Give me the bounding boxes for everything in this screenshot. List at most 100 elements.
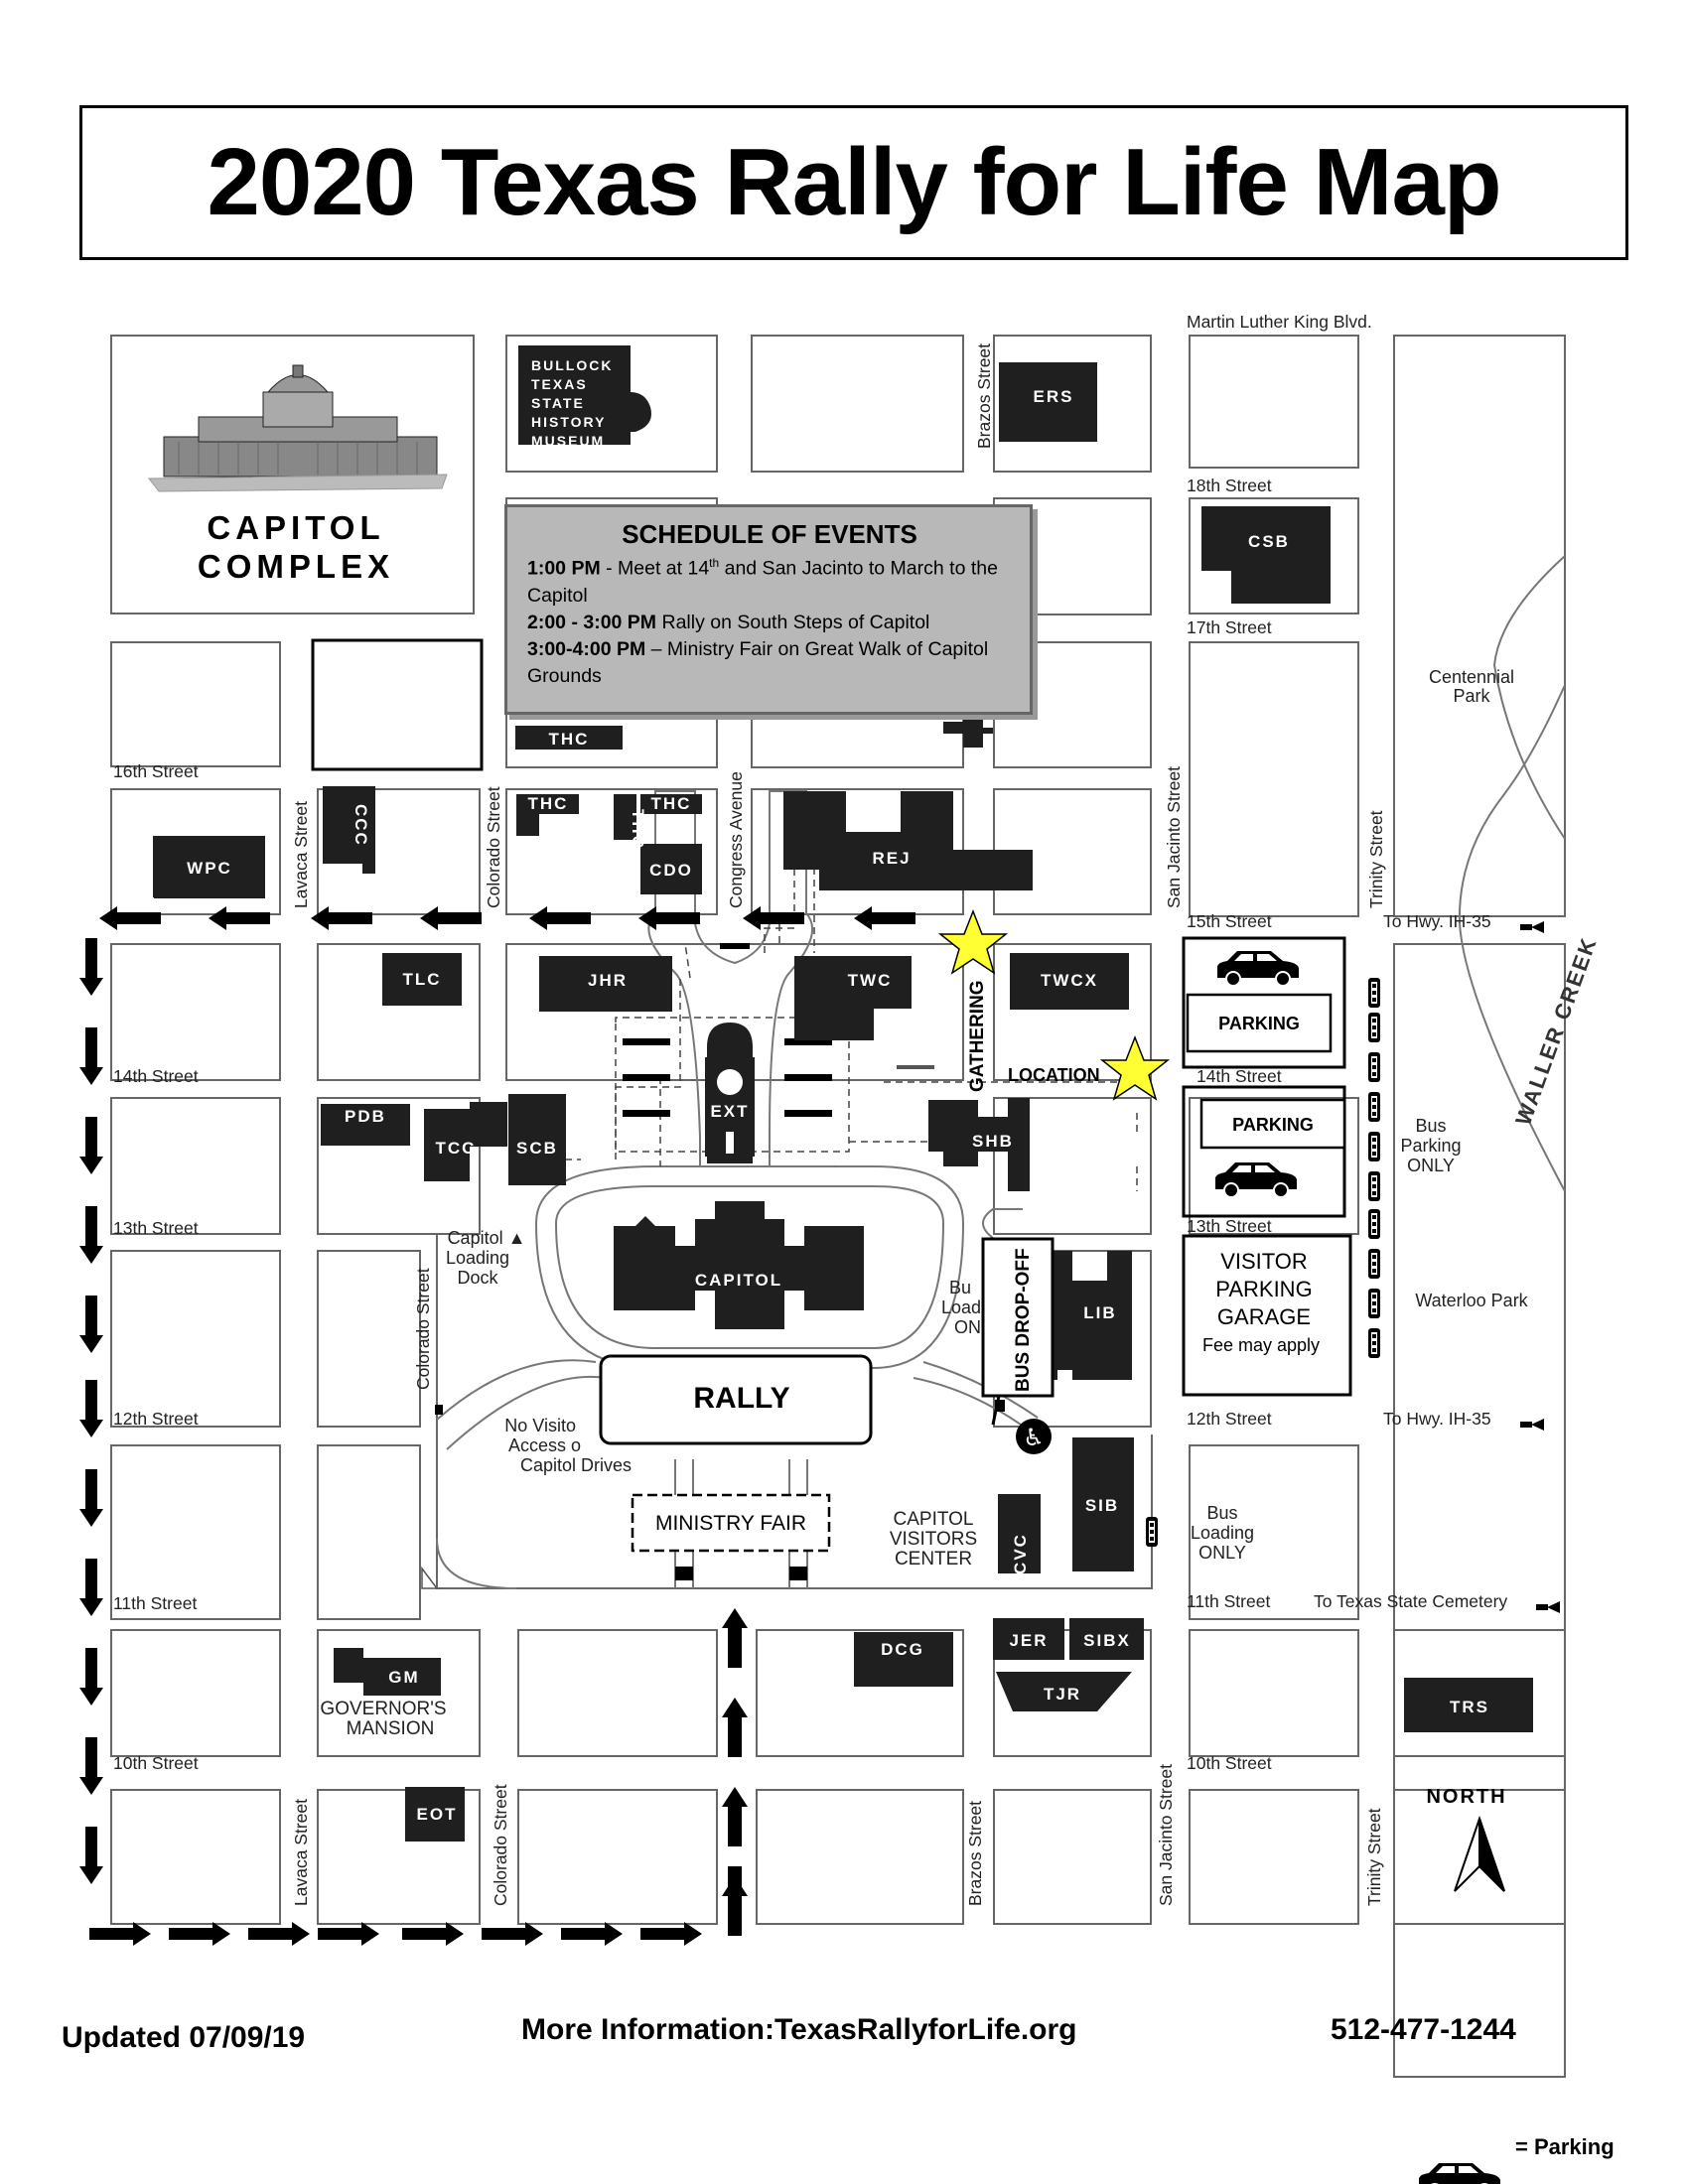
street-13th: 13th Street [113, 1218, 199, 1238]
museum-label: BULLOCK [531, 357, 613, 373]
street-16th: 16th Street [113, 761, 199, 781]
street-hwy: To Hwy. IH-35 [1383, 911, 1491, 931]
building-thc: THC [549, 730, 590, 749]
building-cdo: CDO [649, 861, 693, 880]
street-hwy: To Hwy. IH-35 [1383, 1409, 1491, 1429]
street-12th: 12th Street [1187, 1409, 1272, 1429]
garage-label: VISITOR [1220, 1249, 1308, 1274]
street-trinity: Trinity Street [1366, 810, 1386, 908]
location-label: LOCATION [1008, 1065, 1100, 1085]
street-10th: 10th Street [113, 1753, 199, 1773]
building-capitol: CAPITOL [695, 1271, 782, 1290]
parking-label: PARKING [1232, 1115, 1314, 1135]
capitol-complex-icon [147, 364, 448, 492]
building-twc: TWC [848, 971, 893, 990]
bus-dropoff-box [981, 1237, 1055, 1398]
street-mlk: Martin Luther King Blvd. [1187, 312, 1372, 332]
no-visitor-label: Capitol Drives [520, 1455, 632, 1475]
rally-box [599, 1354, 873, 1445]
street-brazos: Brazos Street [965, 1801, 985, 1906]
building-csb: CSB [1248, 532, 1290, 551]
north-arrow-icon [1454, 1815, 1505, 1892]
park-label: Waterloo Park [1415, 1291, 1528, 1310]
governors-mansion-label: MANSION [347, 1718, 435, 1739]
capitol-drives [436, 790, 1039, 1589]
bus-loading-label: Loading [1191, 1523, 1254, 1543]
legend-car-icon [1418, 2162, 1501, 2184]
building-shb: SHB [972, 1132, 1014, 1151]
info-link[interactable]: More Information:TexasRallyforLife.org [521, 2013, 1077, 2046]
no-visitor-label: Access o [508, 1435, 581, 1455]
museum-label: MUSEUM [531, 433, 605, 449]
building-tlc: TLC [402, 970, 441, 989]
building-twcx: TWCX [1409, 1454, 1467, 1473]
street-san-jacinto: San Jacinto Street [1156, 1764, 1176, 1906]
bus-dropoff-label: BUS DROP-OFF [1013, 1248, 1034, 1392]
benches [435, 943, 1005, 1580]
rally-label: RALLY [693, 1382, 789, 1415]
park-label: Centennial [1429, 667, 1514, 687]
museum-label: STATE [531, 395, 585, 411]
svg-text:♿: ♿ [1023, 1424, 1045, 1451]
phone-number: 512-477-1244 [1331, 2013, 1516, 2046]
building-dcg: DCG [881, 1640, 924, 1659]
building-thc: THC [651, 794, 692, 813]
parking-legend-label: = Parking [1515, 2134, 1615, 2159]
car-icon [1216, 950, 1300, 987]
building-ers: ERS [1034, 387, 1074, 406]
building-wpc: WPC [187, 859, 232, 878]
gathering-label: GATHERING [967, 980, 988, 1092]
visitors-center-label: CENTER [895, 1549, 972, 1570]
schedule-item: 2:00 - 3:00 PM Rally on South Steps of C… [527, 611, 930, 633]
building-tjr: TJR [1044, 1685, 1081, 1704]
building-ccc: CCC [352, 804, 370, 847]
schedule-item: 3:00-4:00 PM – Ministry Fair on Great Wa… [527, 637, 989, 687]
parking-label-box-1 [1186, 993, 1333, 1053]
building-tcc: TCC [436, 1139, 477, 1158]
title-box: 2020 Texas Rally for Life Map [79, 105, 1628, 260]
garage-label: PARKING [1215, 1277, 1312, 1301]
park-label: Park [1453, 686, 1490, 706]
map-title: 2020 Texas Rally for Life Map [207, 129, 1501, 235]
north-label: NORTH [1426, 1786, 1506, 1808]
street-14th: 14th Street [1196, 1066, 1282, 1086]
museum-label: HISTORY [531, 414, 606, 430]
street-lavaca: Lavaca Street [291, 801, 311, 908]
bus-parking-label: Parking [1400, 1136, 1461, 1156]
star-icon [937, 908, 1009, 975]
visitors-center-label: CAPITOL [894, 1509, 974, 1530]
waller-creek-label: WALLER CREEK [1510, 933, 1602, 1128]
block-highlight [311, 638, 484, 771]
schedule-heading: SCHEDULE OF EVENTS [622, 519, 917, 549]
street-17th: 17th Street [1187, 617, 1272, 637]
bus-loading-label: ONLY [1198, 1543, 1246, 1563]
bus-loading-label: Bus [1206, 1503, 1237, 1523]
loading-dock-label: Capitol ▲ [448, 1228, 526, 1248]
street-cemetery: To Texas State Cemetery [1314, 1591, 1507, 1611]
street-colorado: Colorado Street [413, 1268, 433, 1390]
governors-mansion-label: GOVERNOR'S [320, 1699, 446, 1719]
building-thc: THC [629, 809, 647, 850]
building-scb: SCB [516, 1139, 558, 1158]
street-colorado: Colorado Street [491, 1784, 510, 1906]
building-thc: THC [360, 1157, 401, 1175]
street-san-jacinto: San Jacinto Street [1164, 766, 1184, 908]
street-14th: 14th Street [113, 1066, 199, 1086]
street-brazos: Brazos Street [974, 343, 994, 449]
loading-dock-label: Loading [446, 1248, 509, 1268]
street-13th: 13th Street [1187, 1216, 1272, 1236]
star-icon [1099, 1034, 1171, 1101]
building-gm: GM [388, 1668, 419, 1687]
no-visitor-label: No Visito [504, 1416, 576, 1435]
building-lib: LIB [1083, 1303, 1116, 1322]
march-route-arrows [79, 906, 915, 1946]
bus-parking-label: Bus [1415, 1116, 1446, 1136]
car-icon [1214, 1161, 1298, 1198]
building-ext: EXT [710, 1102, 749, 1121]
updated-date: Updated 07/09/19 [62, 2021, 306, 2054]
building-pdb: PDB [345, 1107, 386, 1126]
street-11th: 11th Street [113, 1593, 197, 1613]
loading-dock-label: Dock [457, 1268, 498, 1288]
bus-loading-label-partial: Load [941, 1297, 981, 1317]
